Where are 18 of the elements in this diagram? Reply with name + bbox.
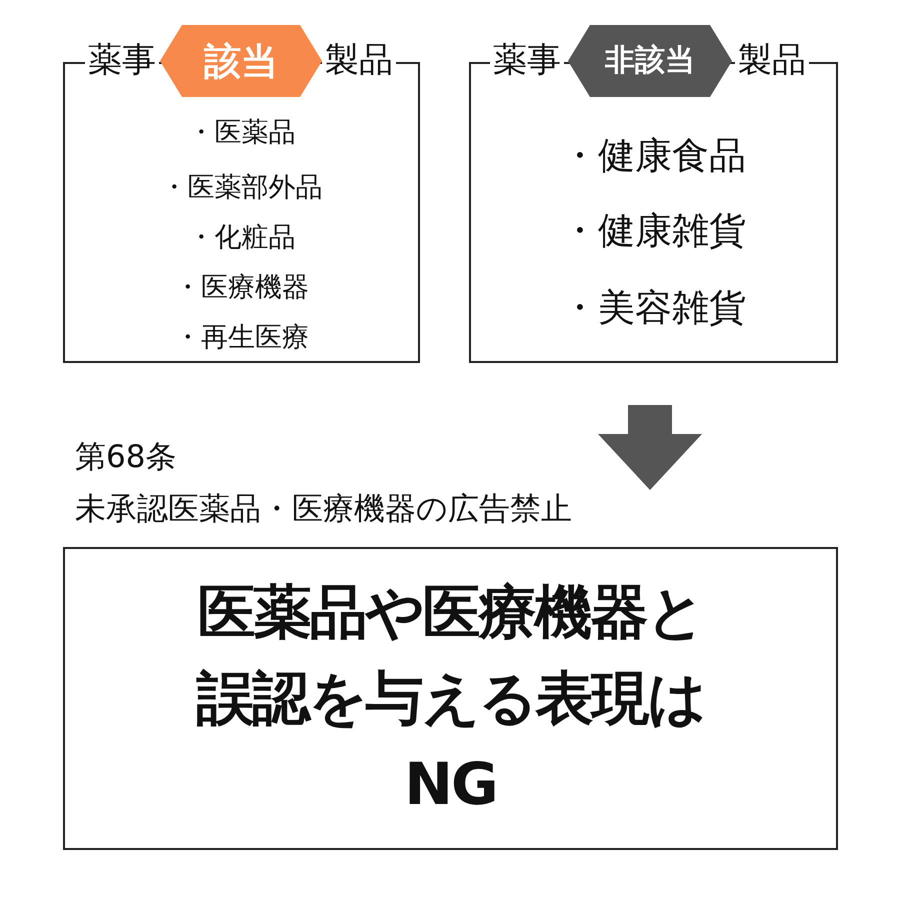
heading-text: 薬事 bbox=[85, 43, 159, 77]
list-item: ・再生医療 bbox=[173, 324, 310, 350]
article-heading: 未承認医薬品・医療機器の広告禁止 bbox=[75, 494, 572, 525]
hexagon-badge: 該当 bbox=[160, 25, 322, 97]
heading-text: 製品 bbox=[322, 43, 396, 77]
message-box: 医薬品や医療機器と誤認を与える表現はNG bbox=[63, 547, 838, 850]
article-heading: 第68条 bbox=[75, 442, 176, 473]
down-arrow bbox=[598, 405, 702, 490]
list-item: ・美容雑貨 bbox=[560, 288, 747, 326]
heading-text: 薬事 bbox=[490, 43, 564, 77]
list-item: ・医薬部外品 bbox=[160, 174, 324, 200]
list-item: ・医療機器 bbox=[173, 274, 310, 300]
heading-text: 製品 bbox=[735, 43, 809, 77]
list-item: ・医薬品 bbox=[186, 118, 296, 146]
hexagon-badge: 非該当 bbox=[568, 25, 732, 97]
list-item: ・健康雑貨 bbox=[560, 212, 747, 248]
list-item: ・健康食品 bbox=[560, 136, 747, 174]
list-item: ・化粧品 bbox=[186, 224, 296, 250]
